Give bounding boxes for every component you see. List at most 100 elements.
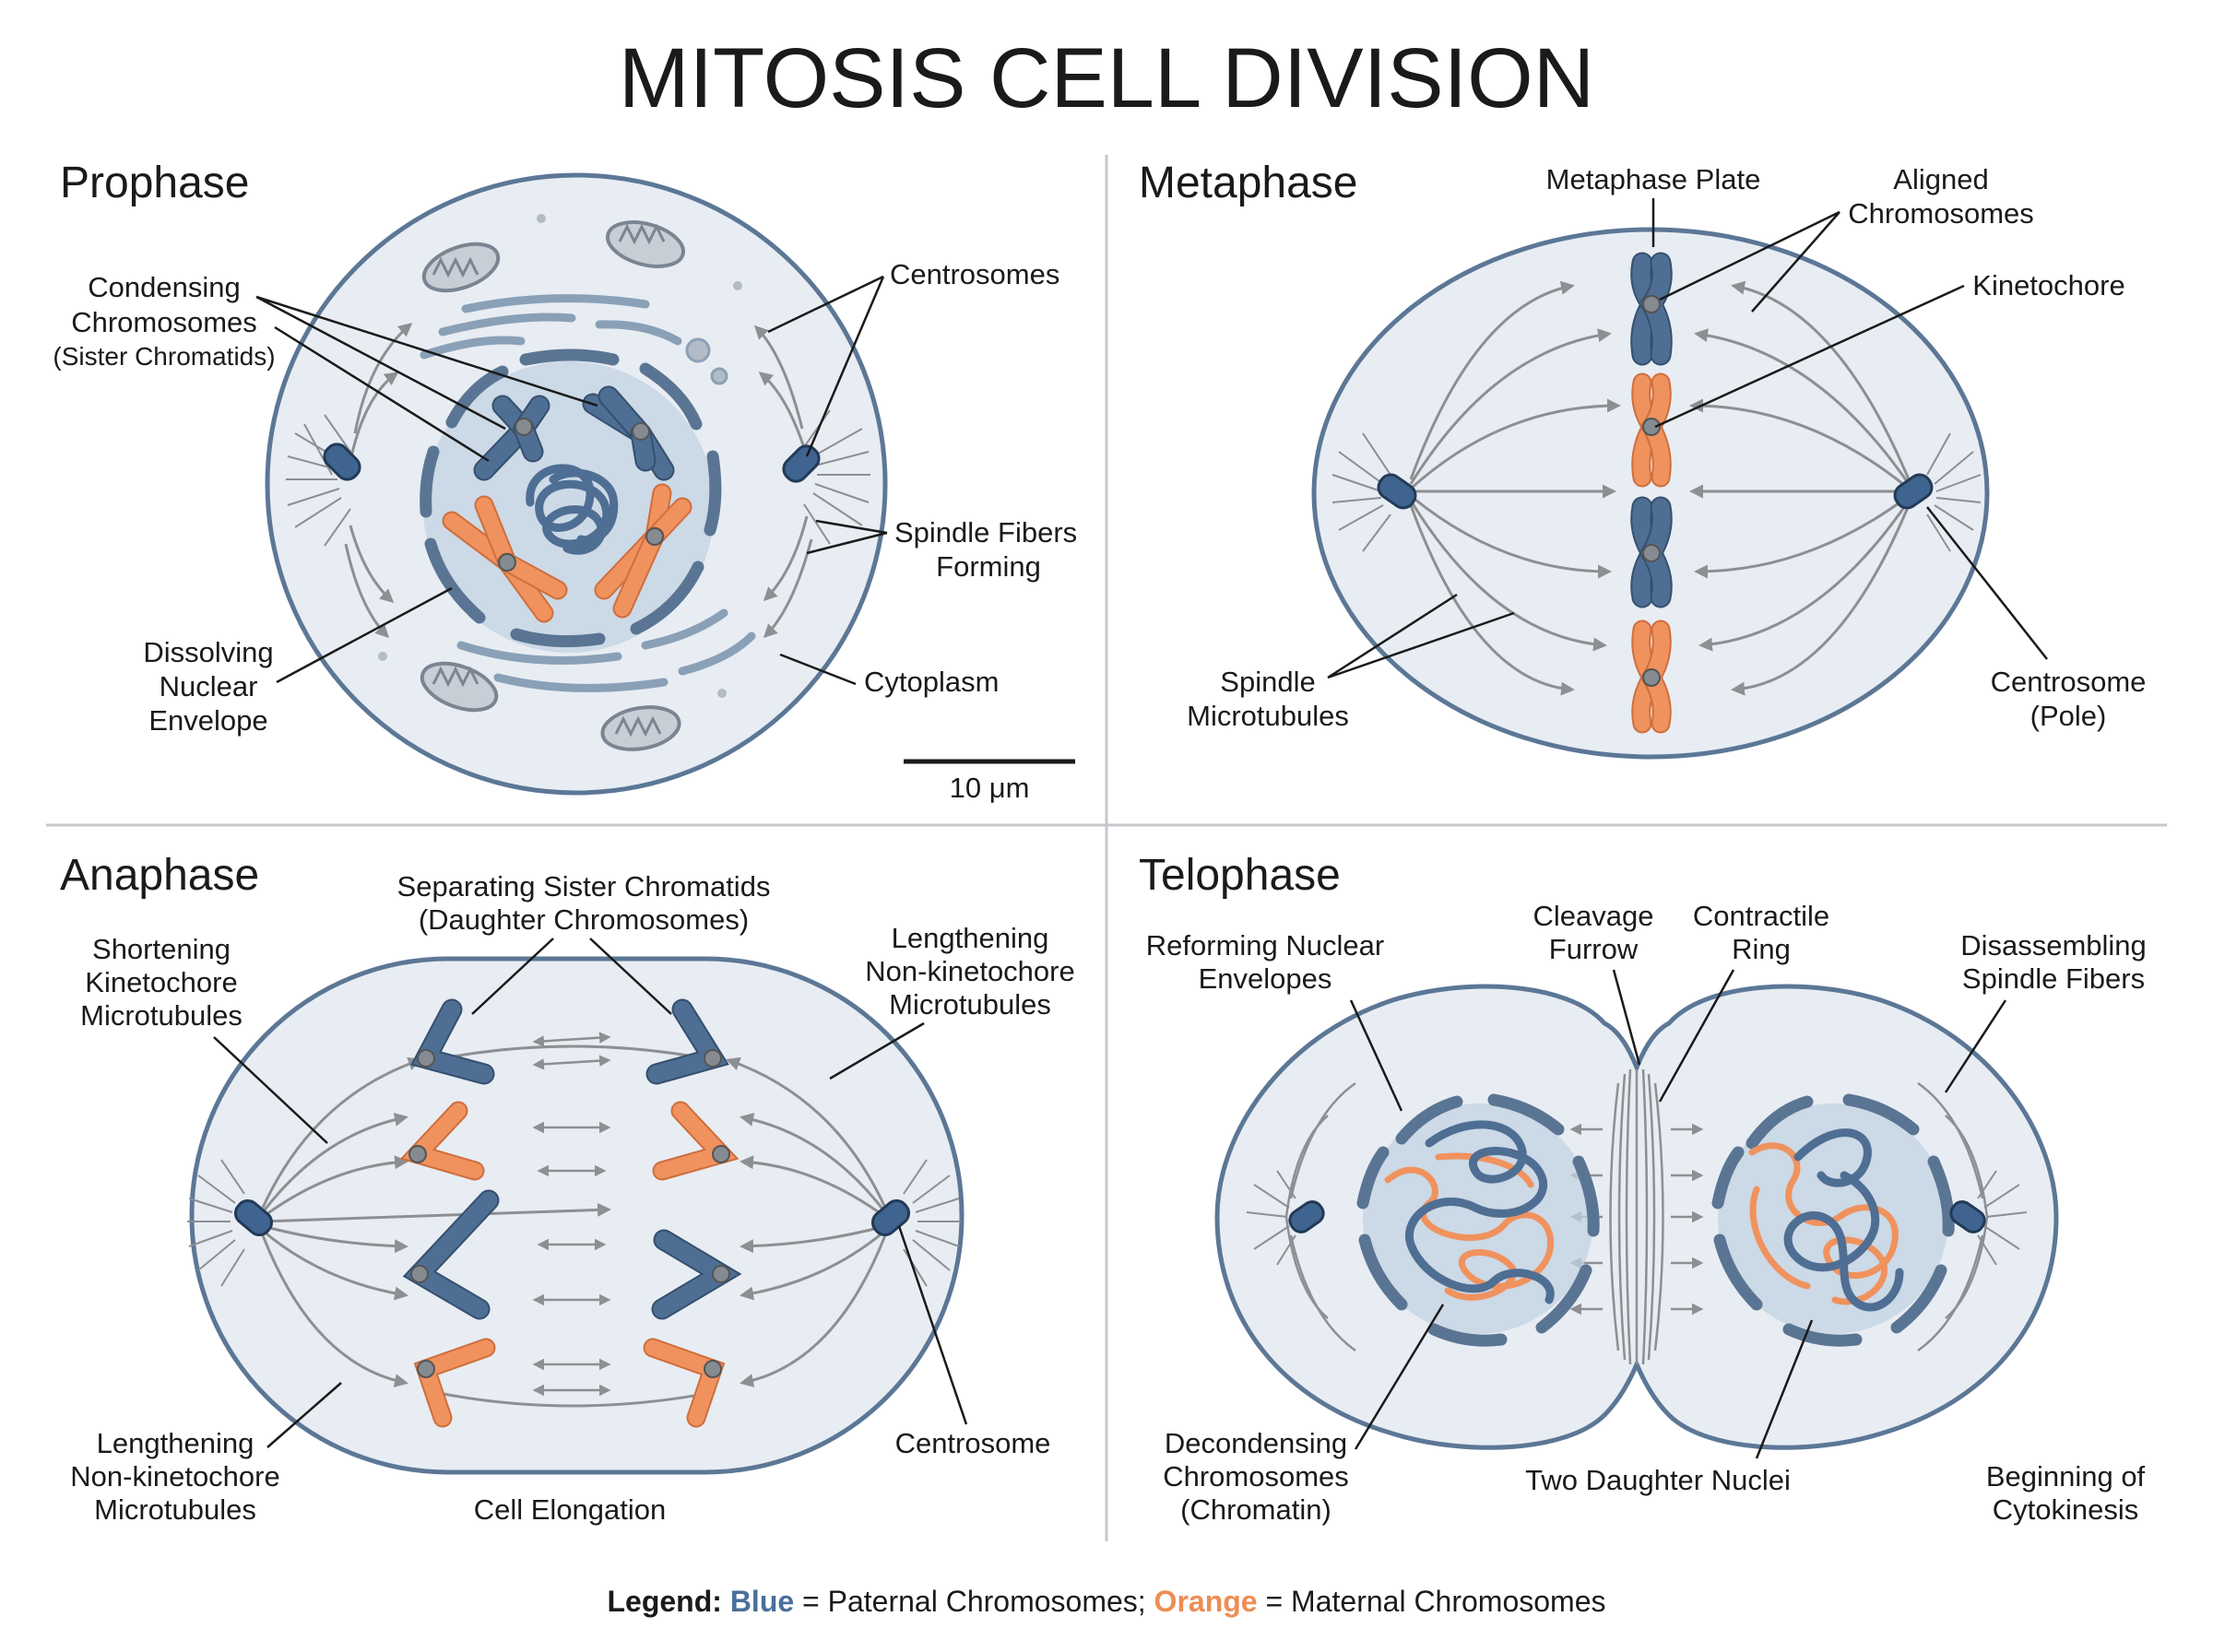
leader-shortening — [213, 1036, 328, 1144]
label-lengthening-bot-l1: Lengthening — [97, 1427, 254, 1459]
metaphase-chromosome-3 — [1630, 496, 1673, 608]
label-condensing-l1: Condensing — [88, 271, 240, 303]
label-elongation: Cell Elongation — [474, 1493, 667, 1526]
prophase-spindle-fibers — [286, 323, 870, 639]
metaphase-chromosomes — [1630, 252, 1673, 734]
metaphase-title: Metaphase — [1139, 159, 1358, 207]
leader-meta-spindle — [1327, 593, 1515, 679]
leader-reforming — [1349, 999, 1403, 1112]
telophase-centrosome-right — [1949, 1200, 1986, 1233]
label-meta-centrosome-l1: Centrosome — [1991, 666, 2147, 698]
leader-lengthening-top — [829, 1021, 925, 1080]
metaphase-chromosome-2 — [1631, 372, 1672, 488]
label-cleavage-l1: Cleavage — [1533, 900, 1654, 932]
leader-disassembling — [1944, 999, 2007, 1093]
label-spindle-l2: Forming — [936, 550, 1041, 583]
label-dissolving-l1: Dissolving — [143, 636, 273, 668]
leader-ana-centrosome — [897, 1225, 968, 1425]
leader-cytoplasm — [779, 653, 857, 686]
label-condensing-l2: Chromosomes — [71, 306, 257, 338]
leader-daughter-nuclei — [1755, 1319, 1814, 1459]
label-shortening-l1: Shortening — [92, 933, 231, 965]
leader-spindle — [806, 519, 888, 555]
leader-lengthening-bot — [266, 1382, 342, 1448]
metaphase-chromosome-1 — [1630, 252, 1673, 366]
label-condensing-l3: (Sister Chromatids) — [53, 342, 275, 371]
label-cleavage-l2: Furrow — [1549, 933, 1639, 965]
label-decondensing-l1: Decondensing — [1165, 1427, 1347, 1459]
label-separating-l2: (Daughter Chromosomes) — [419, 903, 749, 936]
label-disassembling-l2: Spindle Fibers — [1962, 962, 2145, 995]
label-dissolving-l3: Envelope — [148, 704, 267, 737]
label-shortening-l3: Microtubules — [80, 999, 243, 1032]
telophase-nucleus-left — [1356, 1093, 1600, 1347]
metaphase-centrosome-left — [1377, 473, 1417, 510]
label-dissolving-l2: Nuclear — [160, 670, 258, 702]
prophase-mitochondria — [378, 214, 742, 751]
legend-orange-text: = Maternal Chromosomes — [1258, 1585, 1606, 1618]
metaphase-chromosome-4 — [1631, 620, 1672, 734]
label-lengthening-bot-l3: Microtubules — [94, 1493, 256, 1526]
label-lengthening-top-l1: Lengthening — [892, 922, 1049, 954]
label-ring-l2: Ring — [1732, 933, 1791, 965]
metaphase-centrosome-right — [1893, 473, 1934, 510]
label-aligned-l1: Aligned — [1893, 163, 1988, 195]
label-ana-centrosome: Centrosome — [895, 1427, 1051, 1459]
leader-meta-centrosome — [1926, 506, 2048, 660]
leader-kinetochore — [1654, 284, 1965, 429]
label-shortening-l2: Kinetochore — [85, 966, 237, 998]
prophase-title: Prophase — [60, 159, 249, 207]
anaphase-title: Anaphase — [60, 851, 259, 900]
label-disassembling-l1: Disassembling — [1960, 929, 2147, 962]
anaphase-chromosomes — [399, 998, 742, 1428]
telophase-title: Telophase — [1139, 851, 1341, 900]
metaphase-spindle — [1331, 280, 1982, 696]
label-meta-spindle-l2: Microtubules — [1187, 700, 1349, 732]
label-cytokinesis-l1: Beginning of — [1986, 1460, 2146, 1493]
leader-centrosomes — [767, 275, 885, 457]
leader-cleavage — [1612, 969, 1641, 1066]
leader-decondensing — [1354, 1304, 1445, 1450]
legend-orange-word: Orange — [1154, 1585, 1258, 1618]
label-daughter-nuclei: Two Daughter Nuclei — [1525, 1464, 1791, 1496]
label-reforming-l1: Reforming Nuclear — [1146, 929, 1384, 962]
label-decondensing-l2: Chromosomes — [1163, 1460, 1349, 1493]
label-decondensing-l3: (Chromatin) — [1180, 1493, 1331, 1526]
metaphase-panel: Metaphase — [1139, 159, 2147, 760]
label-kinetochore: Kinetochore — [1972, 269, 2124, 301]
label-cytokinesis-l2: Cytokinesis — [1993, 1493, 2139, 1526]
scale-bar-label: 10 μm — [950, 772, 1030, 804]
legend-blue-word: Blue — [730, 1585, 794, 1618]
leader-dissolving — [276, 586, 453, 684]
leader-condensing — [255, 295, 598, 463]
label-cytoplasm: Cytoplasm — [864, 666, 999, 698]
telophase-panel: Telophase — [1139, 851, 2147, 1526]
anaphase-spindle — [187, 1032, 961, 1408]
legend-blue-text: = Paternal Chromosomes; — [794, 1585, 1154, 1618]
legend: Legend: Blue = Paternal Chromosomes; Ora… — [607, 1585, 1605, 1618]
telophase-spindle-remnants — [1246, 1081, 2028, 1352]
label-reforming-l2: Envelopes — [1199, 962, 1332, 995]
leader-ring — [1658, 969, 1735, 1103]
label-separating-l1: Separating Sister Chromatids — [397, 870, 771, 903]
label-centrosomes: Centrosomes — [890, 258, 1059, 290]
telophase-centrosome-left — [1288, 1200, 1325, 1233]
anaphase-panel: Anaphase — [60, 851, 1075, 1526]
prophase-centrosome-right — [782, 444, 821, 483]
label-lengthening-top-l3: Microtubules — [889, 988, 1051, 1021]
label-lengthening-bot-l2: Non-kinetochore — [70, 1460, 279, 1493]
anaphase-centrosome-left — [233, 1198, 274, 1237]
leader-separating — [471, 938, 672, 1015]
anaphase-cell — [189, 956, 964, 1475]
prophase-er — [420, 294, 756, 692]
prophase-panel: Prophase — [53, 159, 1077, 804]
label-lengthening-top-l2: Non-kinetochore — [865, 955, 1074, 987]
telophase-nucleus-right — [1711, 1093, 1955, 1347]
prophase-centrosome-left — [323, 442, 361, 481]
label-spindle-l1: Spindle Fibers — [894, 516, 1077, 549]
main-title: MITOSIS CELL DIVISION — [619, 31, 1594, 125]
label-aligned-l2: Chromosomes — [1848, 197, 2034, 230]
label-ring-l1: Contractile — [1693, 900, 1829, 932]
leader-aligned — [1659, 210, 1840, 313]
